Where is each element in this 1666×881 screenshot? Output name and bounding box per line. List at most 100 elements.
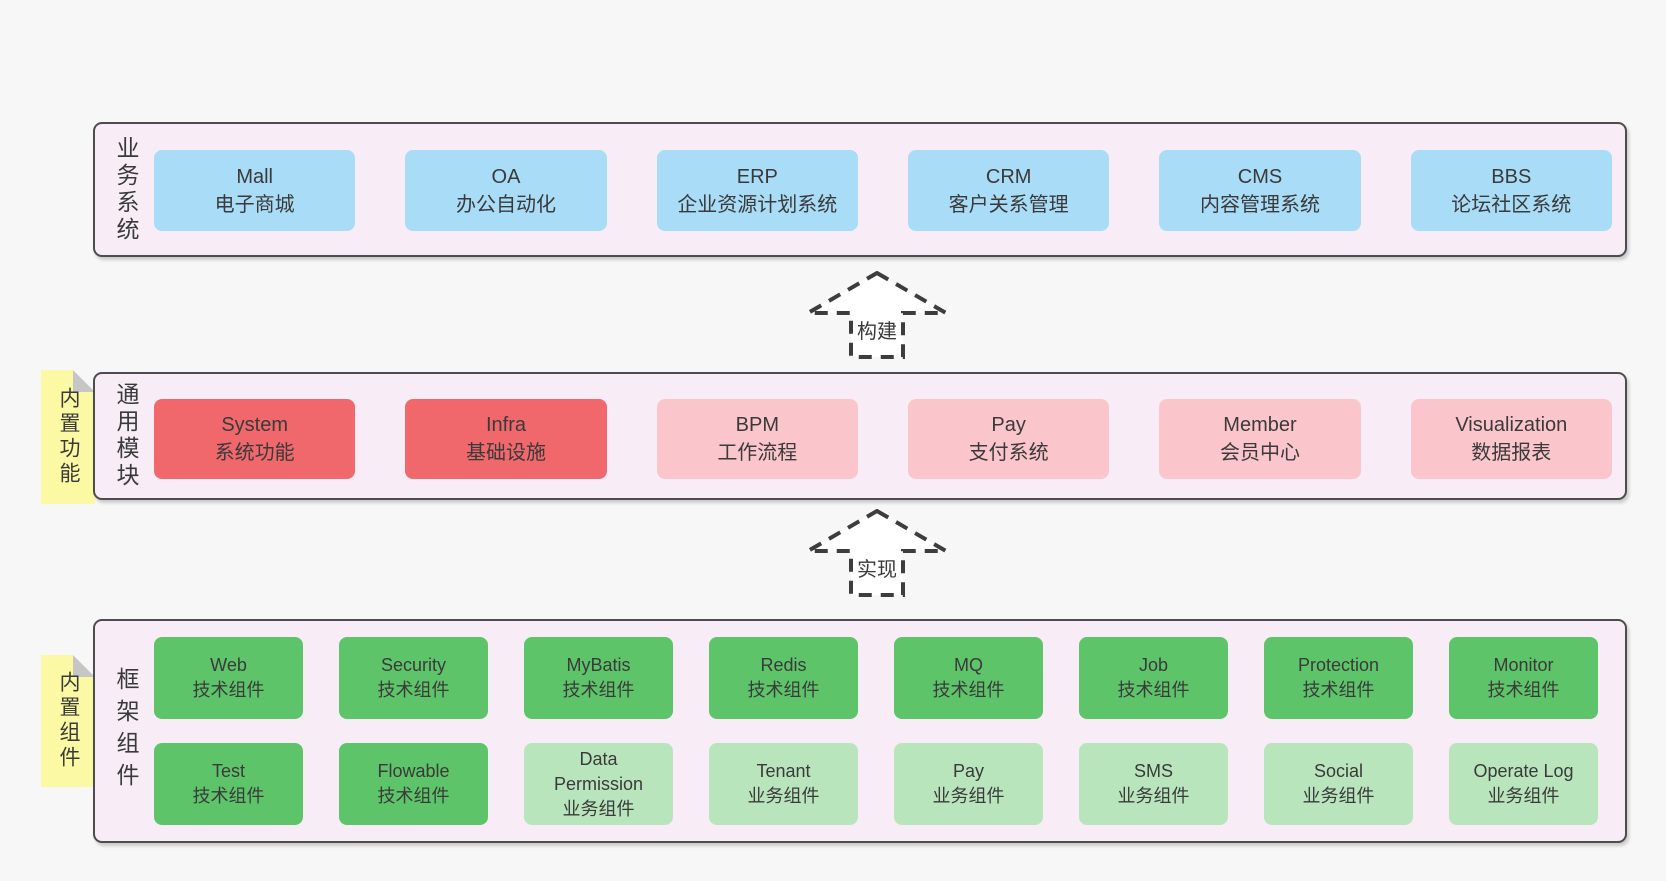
build-arrow-label: 构建 bbox=[857, 321, 897, 343]
implement-arrow: 实现 bbox=[806, 509, 948, 597]
box-row: System 系统功能 Infra 基础设施 BPM 工作流程 Pay 支付系统… bbox=[154, 399, 1612, 479]
layer-title: 框架组件 bbox=[113, 667, 139, 795]
box-title: Web bbox=[210, 655, 247, 675]
box-subtitle: 系统功能 bbox=[214, 442, 295, 464]
box-title: Job bbox=[1138, 655, 1169, 675]
box-title: MQ bbox=[954, 655, 983, 675]
box-subtitle: 工作流程 bbox=[717, 442, 798, 464]
box-title: Visualization bbox=[1455, 414, 1568, 436]
box-subtitle: 企业资源计划系统 bbox=[677, 193, 838, 216]
box-pay-biz: Pay 业务组件 bbox=[894, 743, 1043, 825]
box-title: MyBatis bbox=[566, 655, 631, 675]
box-mybatis: MyBatis 技术组件 bbox=[524, 637, 673, 719]
box-title: Data Permission bbox=[553, 748, 644, 794]
box-subtitle: 基础设施 bbox=[465, 442, 546, 464]
box-title: Pay bbox=[991, 414, 1026, 436]
box-security: Security 技术组件 bbox=[339, 637, 488, 719]
box-bpm: BPM 工作流程 bbox=[656, 399, 858, 479]
box-subtitle: 技术组件 bbox=[377, 680, 450, 700]
box-title: Test bbox=[211, 761, 245, 781]
box-title: Redis bbox=[760, 655, 807, 675]
box-subtitle: 业务组件 bbox=[1117, 786, 1190, 806]
box-subtitle: 业务组件 bbox=[562, 798, 635, 819]
box-title: CMS bbox=[1237, 165, 1283, 188]
box-title: SMS bbox=[1133, 761, 1173, 781]
box-title: OA bbox=[491, 165, 521, 188]
box-title: Monitor bbox=[1493, 655, 1554, 675]
box-tenant: Tenant 业务组件 bbox=[709, 743, 858, 825]
layer-common-modules: 通用模块 System 系统功能 Infra 基础设施 BPM 工作流程 Pay… bbox=[93, 372, 1627, 500]
box-subtitle: 技术组件 bbox=[747, 680, 820, 700]
box-redis: Redis 技术组件 bbox=[709, 637, 858, 719]
box-title: Tenant bbox=[756, 761, 811, 781]
box-subtitle: 论坛社区系统 bbox=[1451, 193, 1572, 216]
box-subtitle: 业务组件 bbox=[1302, 786, 1375, 806]
box-row: Web 技术组件 Security 技术组件 MyBatis 技术组件 Redi… bbox=[154, 637, 1598, 719]
box-title: Security bbox=[380, 655, 447, 675]
build-arrow: 构建 bbox=[806, 271, 948, 359]
box-subtitle: 技术组件 bbox=[932, 680, 1005, 700]
box-subtitle: 业务组件 bbox=[1487, 786, 1560, 806]
box-mq: MQ 技术组件 bbox=[894, 637, 1043, 719]
box-subtitle: 技术组件 bbox=[192, 786, 265, 806]
box-title: Operate Log bbox=[1473, 761, 1574, 781]
box-subtitle: 支付系统 bbox=[968, 442, 1049, 464]
box-infra: Infra 基础设施 bbox=[405, 399, 607, 479]
box-title: System bbox=[221, 414, 288, 436]
box-subtitle: 技术组件 bbox=[1487, 680, 1560, 700]
layer-business-systems: 业务系统 Mall 电子商城 OA 办公自动化 ERP 企业资源计划系统 CRM… bbox=[93, 122, 1627, 257]
box-title: Pay bbox=[952, 761, 985, 781]
box-visualization: Visualization 数据报表 bbox=[1410, 399, 1612, 479]
box-title: CRM bbox=[985, 165, 1032, 188]
box-test: Test 技术组件 bbox=[154, 743, 303, 825]
box-title: Member bbox=[1223, 414, 1297, 436]
box-job: Job 技术组件 bbox=[1079, 637, 1228, 719]
box-web: Web 技术组件 bbox=[154, 637, 303, 719]
box-subtitle: 业务组件 bbox=[932, 786, 1005, 806]
box-subtitle: 办公自动化 bbox=[455, 193, 556, 216]
box-sms: SMS 业务组件 bbox=[1079, 743, 1228, 825]
box-row: Mall 电子商城 OA 办公自动化 ERP 企业资源计划系统 CRM 客户关系… bbox=[154, 150, 1612, 231]
box-mall: Mall 电子商城 bbox=[154, 150, 356, 231]
up-block-arrow-icon bbox=[806, 271, 948, 359]
box-protection: Protection 技术组件 bbox=[1264, 637, 1413, 719]
box-monitor: Monitor 技术组件 bbox=[1449, 637, 1598, 719]
sticky-note-built-in-components: 内置组件 bbox=[41, 655, 95, 787]
box-row: Test 技术组件 Flowable 技术组件 Data Permission … bbox=[154, 743, 1598, 825]
box-subtitle: 技术组件 bbox=[377, 786, 450, 806]
box-title: Protection bbox=[1297, 655, 1380, 675]
up-block-arrow-icon bbox=[806, 509, 948, 597]
box-title: BPM bbox=[735, 414, 779, 436]
sticky-note-label: 内置组件 bbox=[57, 671, 80, 771]
box-subtitle: 内容管理系统 bbox=[1199, 193, 1320, 216]
box-operate-log: Operate Log 业务组件 bbox=[1449, 743, 1598, 825]
box-erp: ERP 企业资源计划系统 bbox=[656, 150, 858, 231]
sticky-note-label: 内置功能 bbox=[57, 387, 80, 487]
box-subtitle: 电子商城 bbox=[214, 193, 295, 216]
layer-title: 通用模块 bbox=[113, 382, 139, 490]
box-subtitle: 技术组件 bbox=[562, 680, 635, 700]
box-subtitle: 客户关系管理 bbox=[948, 193, 1069, 216]
box-title: Social bbox=[1313, 761, 1364, 781]
box-data-permission: Data Permission 业务组件 bbox=[524, 743, 673, 825]
sticky-note-built-in-features: 内置功能 bbox=[41, 370, 95, 504]
box-subtitle: 技术组件 bbox=[1117, 680, 1190, 700]
box-title: BBS bbox=[1491, 165, 1532, 188]
layer-framework-components: 框架组件 Web 技术组件 Security 技术组件 MyBatis 技术组件… bbox=[93, 619, 1627, 843]
box-system: System 系统功能 bbox=[154, 399, 356, 479]
box-title: Mall bbox=[236, 165, 273, 188]
box-subtitle: 会员中心 bbox=[1219, 442, 1300, 464]
box-subtitle: 业务组件 bbox=[747, 786, 820, 806]
box-flowable: Flowable 技术组件 bbox=[339, 743, 488, 825]
box-subtitle: 技术组件 bbox=[192, 680, 265, 700]
box-title: ERP bbox=[736, 165, 778, 188]
box-subtitle: 数据报表 bbox=[1471, 442, 1552, 464]
box-cms: CMS 内容管理系统 bbox=[1159, 150, 1361, 231]
box-title: Infra bbox=[485, 414, 526, 436]
box-bbs: BBS 论坛社区系统 bbox=[1410, 150, 1612, 231]
box-subtitle: 技术组件 bbox=[1302, 680, 1375, 700]
box-oa: OA 办公自动化 bbox=[405, 150, 607, 231]
box-title: Flowable bbox=[377, 761, 450, 781]
box-pay: Pay 支付系统 bbox=[907, 399, 1110, 479]
